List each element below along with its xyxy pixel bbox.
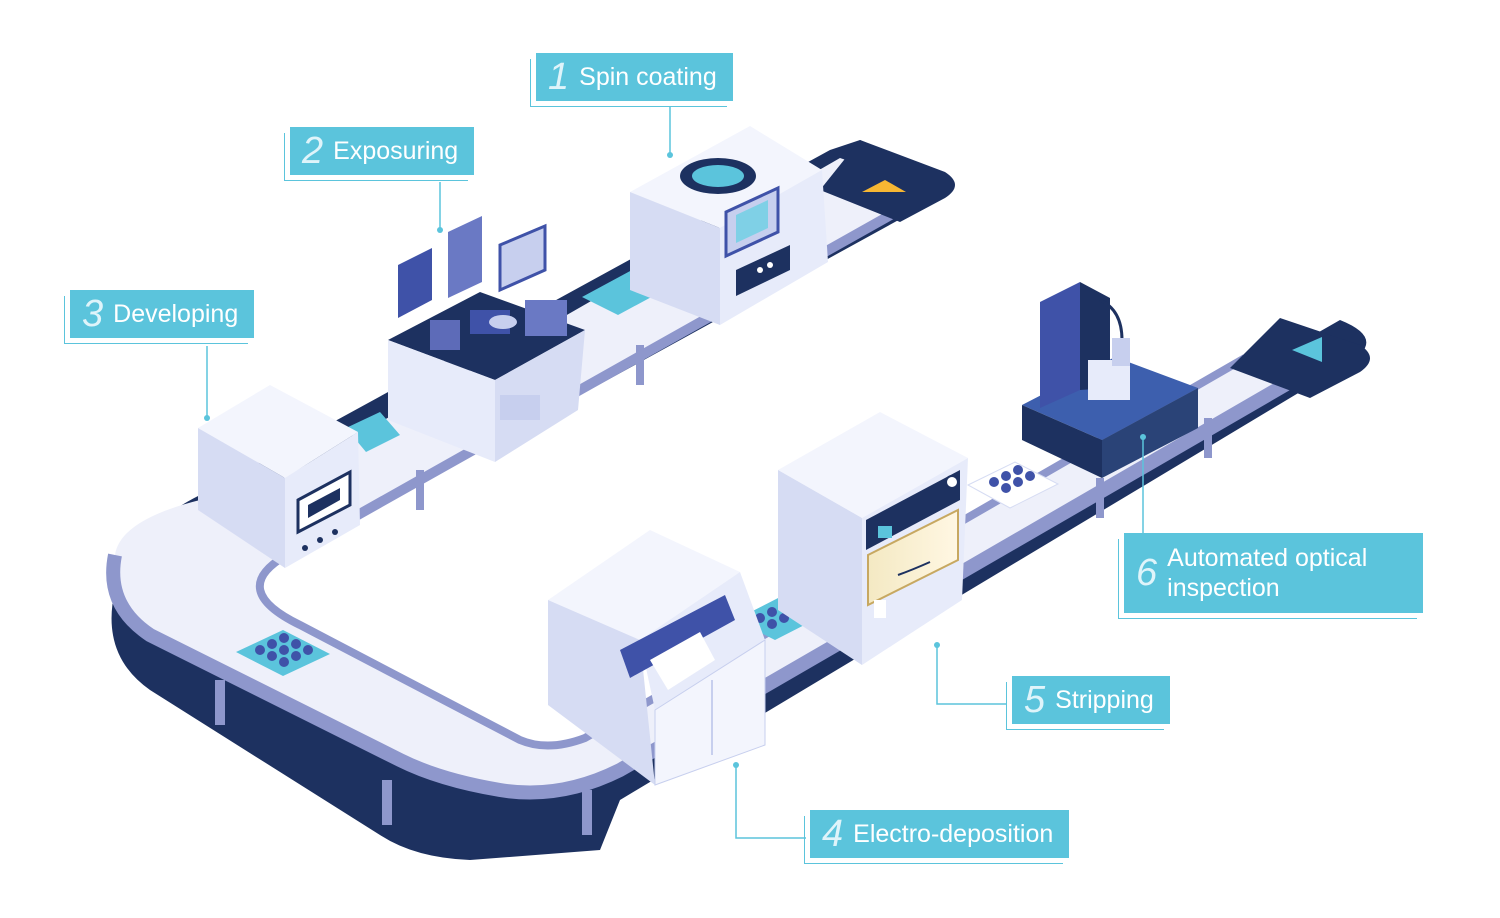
step-label: Exposuring xyxy=(333,137,459,165)
step-label: Developing xyxy=(113,300,239,328)
step-number: 3 xyxy=(82,293,104,335)
step-number: 5 xyxy=(1024,679,1046,721)
aoi-machine xyxy=(1022,282,1198,478)
belt-right-end-a xyxy=(820,140,955,222)
spin-coater-machine xyxy=(630,126,828,325)
belt-right-end-b xyxy=(1230,318,1370,398)
exposure-machine xyxy=(388,216,585,462)
callout-spin-coating: 1 Spin coating xyxy=(530,53,733,107)
step-number: 4 xyxy=(822,813,844,855)
callout-stripping: 5 Stripping xyxy=(1006,676,1170,730)
callout-anchor-dots xyxy=(204,152,1146,768)
step-number: 1 xyxy=(548,56,570,98)
callout-electro-deposition: 4 Electro-deposition xyxy=(803,810,1070,864)
direction-arrow-icon xyxy=(862,180,906,192)
step-number: 6 xyxy=(1136,552,1158,594)
stripping-machine xyxy=(778,412,968,665)
belt-pad xyxy=(346,412,400,452)
callout-developing: 3 Developing xyxy=(63,290,255,344)
direction-arrow-icon xyxy=(1292,337,1322,362)
step-label: Spin coating xyxy=(579,63,717,91)
callout-exposuring: 2 Exposuring xyxy=(283,127,475,181)
electro-deposition-machine xyxy=(548,530,766,786)
belt-legs xyxy=(215,345,1212,835)
step-number: 2 xyxy=(302,130,324,172)
developer-machine xyxy=(198,385,360,568)
step-label: Electro-deposition xyxy=(853,820,1054,848)
step-label: Stripping xyxy=(1055,686,1154,714)
callout-automated-optical-inspection: 6 Automated optical inspection xyxy=(1117,533,1424,619)
wafer-tray-icon xyxy=(966,461,1060,509)
callout-leader-lines xyxy=(206,106,1144,839)
wafer-tray-icon xyxy=(236,630,330,676)
step-label: Automated optical inspection xyxy=(1167,544,1368,602)
